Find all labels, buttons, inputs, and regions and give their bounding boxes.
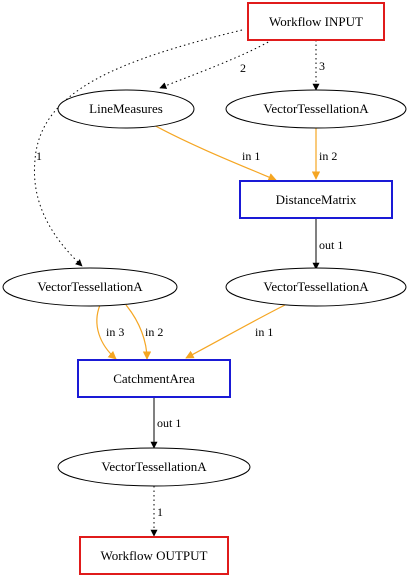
edge-vt-left-to-ca-in2	[125, 304, 152, 360]
node-vt-right-label: VectorTessellationA	[263, 279, 369, 294]
node-vt-top[interactable]: VectorTessellationA	[225, 89, 407, 129]
node-catchment-area[interactable]: CatchmentArea	[77, 359, 231, 398]
node-workflow-output-label: Workflow OUTPUT	[101, 548, 208, 563]
edge-label-input-line-measures: 2	[240, 61, 246, 75]
edge-label-vt-right-ca: in 1	[255, 325, 273, 339]
edge-input-to-line-measures	[159, 39, 273, 89]
edge-input-to-vt-left	[33, 29, 243, 267]
edge-label-input-vt-top: 3	[319, 59, 325, 73]
edge-vt-right-to-ca	[185, 304, 286, 359]
node-vt-bottom-label: VectorTessellationA	[101, 459, 207, 474]
edge-label-dm-vt-right: out 1	[319, 238, 343, 252]
node-workflow-input[interactable]: Workflow INPUT	[247, 2, 385, 41]
node-line-measures-label: LineMeasures	[89, 101, 163, 116]
node-workflow-output[interactable]: Workflow OUTPUT	[79, 536, 229, 575]
node-distance-matrix[interactable]: DistanceMatrix	[239, 180, 393, 219]
edge-label-input-vt-left: 1	[36, 149, 42, 163]
node-line-measures[interactable]: LineMeasures	[57, 89, 195, 129]
edge-vt-left-to-ca-in3	[96, 304, 117, 360]
node-vt-left[interactable]: VectorTessellationA	[2, 267, 178, 307]
edge-line-measures-to-dm	[149, 122, 277, 181]
node-vt-top-label: VectorTessellationA	[263, 101, 369, 116]
edge-label-ca-vt-bottom: out 1	[157, 416, 181, 430]
node-workflow-input-label: Workflow INPUT	[269, 14, 363, 29]
edge-label-vt-bottom-output: 1	[157, 505, 163, 519]
node-vt-bottom[interactable]: VectorTessellationA	[57, 447, 251, 487]
edge-label-vt-left-ca-in3: in 3	[106, 325, 124, 339]
edge-label-vt-top-dm: in 2	[319, 149, 337, 163]
edge-label-line-measures-dm: in 1	[242, 149, 260, 163]
edge-label-vt-left-ca-in2: in 2	[145, 325, 163, 339]
node-distance-matrix-label: DistanceMatrix	[276, 192, 357, 207]
node-vt-left-label: VectorTessellationA	[37, 279, 143, 294]
node-catchment-area-label: CatchmentArea	[113, 371, 195, 386]
node-vt-right[interactable]: VectorTessellationA	[225, 267, 407, 307]
